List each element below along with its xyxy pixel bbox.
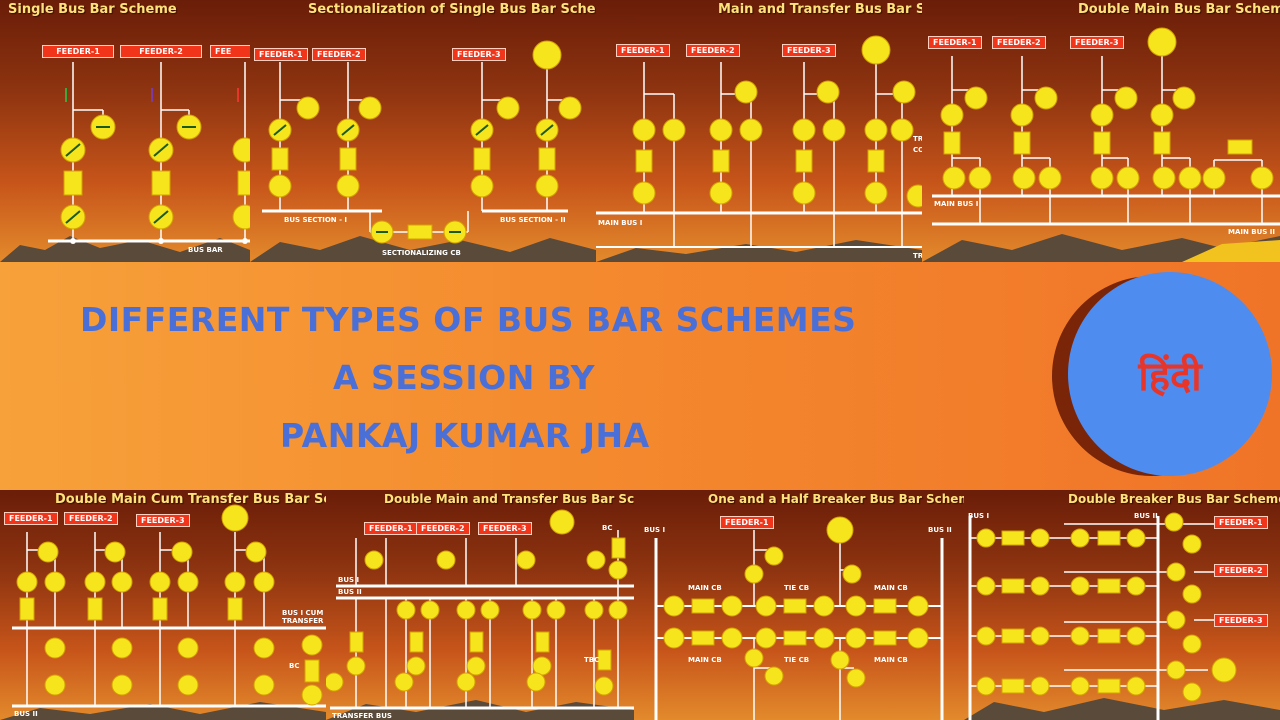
double-breaker-diagram (964, 512, 1280, 720)
tbc-label: TBC (584, 656, 600, 664)
panel-double-breaker: Double Breaker Bus Bar Scheme BUS I BUS … (964, 490, 1280, 720)
main-bus-1-label: MAIN BUS I (934, 200, 979, 208)
feeder-2-label: FEEDER-2 (992, 36, 1046, 49)
feeder-1-label: FEEDER-1 (42, 45, 114, 58)
panel-title: Double Main Cum Transfer Bus Bar Scheme (55, 492, 326, 507)
feeder-3-label: FEE (210, 45, 250, 58)
bc-label: BC (289, 662, 300, 670)
sectionalization-diagram (250, 40, 596, 262)
main-cb-bottom-left-label: MAIN CB (688, 656, 722, 664)
bus-2-label: BUS II (338, 588, 362, 596)
feeder-2-label: FEEDER-2 (1214, 564, 1268, 577)
one-and-half-diagram (654, 516, 944, 720)
tie-cb-top-label: TIE CB (784, 584, 810, 592)
panel-double-main: Double Main Bus Bar Scheme FEEDER-1 FEED… (922, 0, 1280, 262)
feeder-2-label: FEEDER-2 (416, 522, 470, 535)
feeder-2-label: FEEDER-2 (686, 44, 740, 57)
bus-section-2-label: BUS SECTION - II (500, 216, 566, 224)
feeder-3-label: FEEDER-3 (1070, 36, 1124, 49)
panel-title: Double Main Bus Bar Scheme (1078, 2, 1280, 17)
feeder-1-label: FEEDER-1 (4, 512, 58, 525)
feeder-3-label: FEEDER-3 (1214, 614, 1268, 627)
headline-line-3: PANKAJ KUMAR JHA (280, 416, 650, 455)
headline-line-1: DIFFERENT TYPES OF BUS BAR SCHEMES (80, 300, 857, 339)
headline-line-2: A SESSION BY (333, 358, 596, 397)
bus-1-label: BUS I (644, 526, 666, 534)
feeder-1-label: FEEDER-1 (928, 36, 982, 49)
feeder-1-label: FEEDER-1 (364, 522, 418, 535)
bus-section-1-label: BUS SECTION - I (284, 216, 348, 224)
dm-and-transfer-diagram (326, 509, 634, 720)
language-badge (1068, 272, 1272, 476)
main-transfer-diagram (596, 35, 922, 262)
bus-1-label: BUS I (968, 512, 990, 520)
feeder-3-label: FEEDER-3 (136, 514, 190, 527)
panel-title: Double Breaker Bus Bar Scheme (1068, 492, 1280, 506)
main-bus-1-label: MAIN BUS I (598, 219, 643, 227)
feeder-3-label: FEEDER-3 (782, 44, 836, 57)
bus-1-label: BUS I (338, 576, 360, 584)
feeder-1-label: FEEDER-1 (1214, 516, 1268, 529)
transfer-bus-label: TRANSFER BUS (332, 712, 392, 720)
bus-2-label: BUS II (928, 526, 952, 534)
edge-label-co: CO (913, 146, 922, 154)
feeder-1-label: FEEDER-1 (254, 48, 308, 61)
single-bus-diagram (0, 62, 250, 262)
sectionalizing-cb-label: SECTIONALIZING CB (382, 249, 461, 257)
bus-2-label: BUS II (1134, 512, 1158, 520)
main-cb-bottom-right-label: MAIN CB (874, 656, 908, 664)
edge-label-tr-2: TR (913, 252, 922, 260)
feeder-3-label: FEEDER-3 (478, 522, 532, 535)
panel-title: Main and Transfer Bus Bar S (718, 2, 922, 17)
language-badge-text: हिंदी (1138, 353, 1202, 400)
double-main-diagram (922, 27, 1280, 262)
tie-cb-bottom-label: TIE CB (784, 656, 810, 664)
feeder-2-label: FEEDER-2 (120, 45, 202, 58)
bus-cum-label: BUS I CUM (282, 609, 324, 617)
bc-label: BC (602, 524, 613, 532)
panel-dm-cum-transfer: Double Main Cum Transfer Bus Bar Scheme … (0, 490, 326, 720)
edge-label-tr: TR (913, 135, 922, 143)
feeder-1-label: FEEDER-1 (720, 516, 774, 529)
panel-dm-and-transfer: Double Main and Transfer Bus Bar Scheme … (326, 490, 634, 720)
panel-main-transfer: Main and Transfer Bus Bar S FEEDER-1 FEE… (596, 0, 922, 262)
bus-bar-label: BUS BAR (188, 246, 223, 254)
main-cb-top-right-label: MAIN CB (874, 584, 908, 592)
main-bus-2-label: MAIN BUS II (1228, 228, 1275, 236)
panel-one-and-half: One and a Half Breaker Bus Bar Scheme FE… (634, 490, 964, 720)
feeder-2-label: FEEDER-2 (64, 512, 118, 525)
panel-title: Double Main and Transfer Bus Bar Scheme (384, 492, 634, 506)
panel-title: One and a Half Breaker Bus Bar Scheme (708, 492, 964, 506)
bus-2-label: BUS II (14, 710, 38, 718)
panel-title: Sectionalization of Single Bus Bar Schem… (308, 2, 596, 17)
panel-title: Single Bus Bar Scheme (8, 2, 177, 17)
transfer-label: TRANSFER (282, 617, 324, 625)
feeder-3-label: FEEDER-3 (452, 48, 506, 61)
feeder-1-label: FEEDER-1 (616, 44, 670, 57)
feeder-2-label: FEEDER-2 (312, 48, 366, 61)
panel-sectionalization: Sectionalization of Single Bus Bar Schem… (250, 0, 596, 262)
dm-cum-transfer-diagram (0, 504, 326, 720)
main-cb-top-left-label: MAIN CB (688, 584, 722, 592)
panel-single-bus-bar: Single Bus Bar Scheme FEEDER-1 FEEDER-2 … (0, 0, 250, 262)
